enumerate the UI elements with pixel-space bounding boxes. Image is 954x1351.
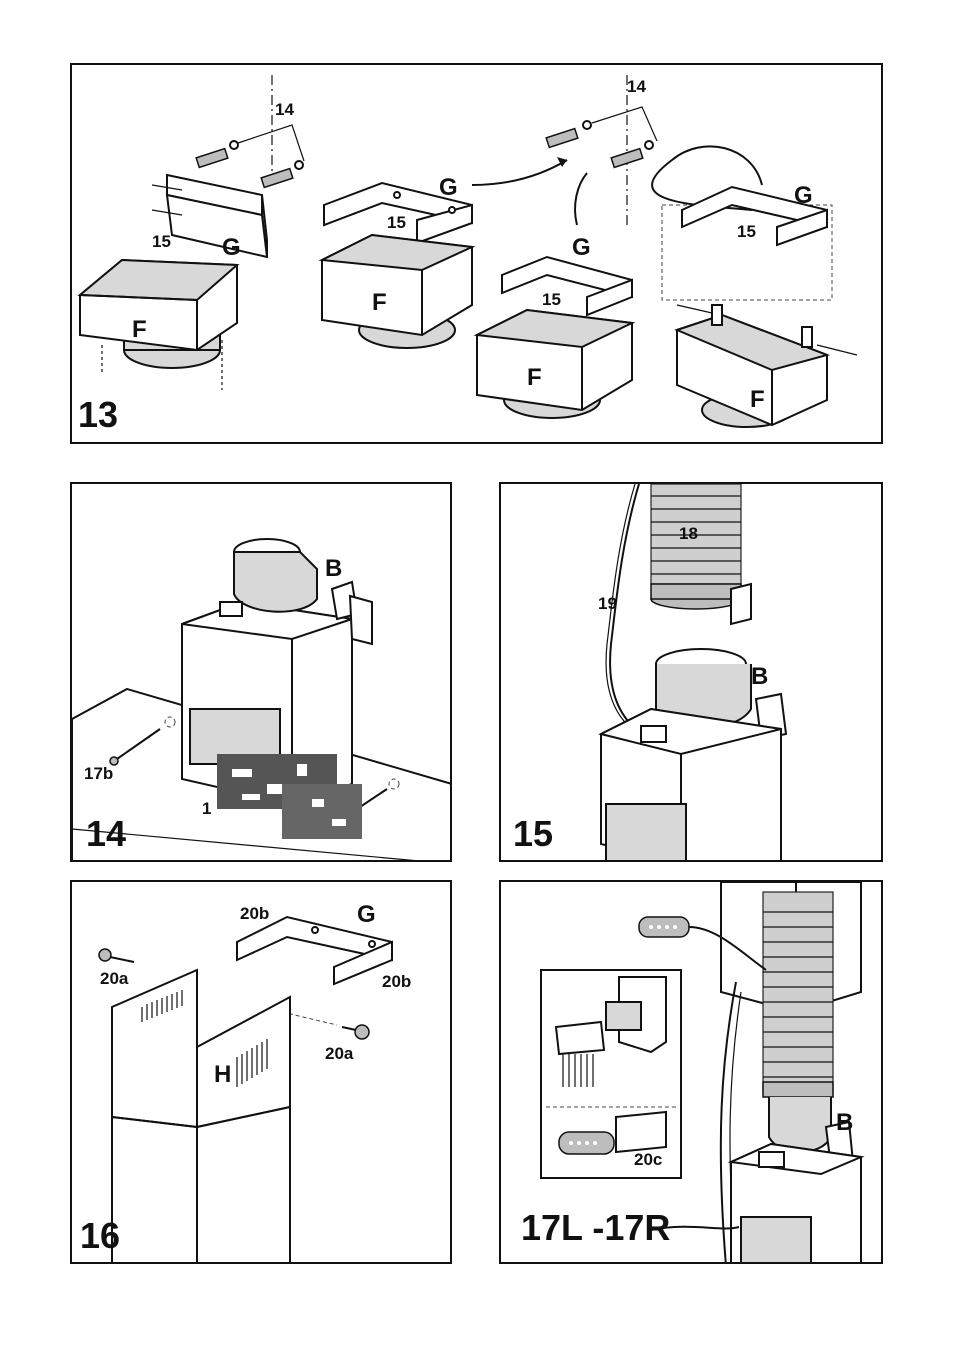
label-f: F bbox=[750, 386, 765, 413]
label-20b: 20b bbox=[240, 904, 269, 923]
flexible-duct-icon bbox=[762, 891, 834, 1098]
label-g: G bbox=[222, 234, 241, 261]
step-13-illustration: F F F F G G G G 15 15 15 15 14 14 13 bbox=[77, 75, 858, 435]
label-14: 14 bbox=[627, 77, 646, 96]
label-1: 1 bbox=[202, 799, 211, 818]
label-f: F bbox=[527, 364, 542, 391]
label-20c: 20c bbox=[634, 1150, 662, 1169]
duct-box-f-icon bbox=[318, 233, 476, 349]
label-h: H bbox=[214, 1061, 231, 1088]
label-20a: 20a bbox=[100, 969, 129, 988]
label-15: 15 bbox=[152, 232, 171, 251]
bracket-g-icon bbox=[501, 255, 633, 317]
blower-b-icon bbox=[219, 538, 373, 646]
label-14: 14 bbox=[275, 100, 294, 119]
panel-step-15: 18 19 B 15 bbox=[499, 482, 883, 862]
screw-icon bbox=[98, 948, 370, 1040]
label-20b: 20b bbox=[382, 972, 411, 991]
step-15-illustration: 18 19 B 15 bbox=[513, 484, 788, 860]
step-14-illustration: B 17b 1 14 bbox=[72, 538, 450, 860]
panel-step-16: 20b G 20b 20a 20a H 16 bbox=[70, 880, 452, 1264]
label-g: G bbox=[439, 174, 458, 201]
step-number: 14 bbox=[86, 813, 126, 854]
panel-step-14: B 17b 1 14 bbox=[70, 482, 452, 862]
step-16-illustration: 20b G 20b 20a 20a H 16 bbox=[80, 901, 411, 1262]
inset-detail bbox=[540, 969, 682, 1179]
bracket-g-icon bbox=[681, 185, 828, 247]
wall-plug-icon bbox=[195, 124, 305, 189]
label-18: 18 bbox=[679, 524, 698, 543]
chimney-cover-h-icon bbox=[111, 968, 291, 1262]
step-number: 17L -17R bbox=[521, 1207, 670, 1248]
label-b: B bbox=[325, 555, 342, 582]
flexible-duct-icon bbox=[650, 484, 752, 626]
label-17b: 17b bbox=[84, 764, 113, 783]
wall-plug-icon bbox=[545, 106, 658, 169]
label-g: G bbox=[572, 234, 591, 261]
step-number: 13 bbox=[78, 394, 118, 435]
label-b: B bbox=[836, 1109, 853, 1136]
label-15: 15 bbox=[737, 222, 756, 241]
step-number: 16 bbox=[80, 1215, 120, 1256]
step-17-illustration: B 20c 17L -17R bbox=[521, 882, 865, 1262]
label-15: 15 bbox=[387, 213, 406, 232]
panel-step-17: B 20c 17L -17R bbox=[499, 880, 883, 1264]
duct-box-f-icon bbox=[77, 258, 240, 390]
panel-step-13: F F F F G G G G 15 15 15 15 14 14 13 bbox=[70, 63, 883, 444]
duct-box-f-icon bbox=[473, 308, 636, 419]
bracket-g-icon bbox=[151, 173, 269, 259]
step-number: 15 bbox=[513, 813, 553, 854]
label-20a: 20a bbox=[325, 1044, 354, 1063]
label-f: F bbox=[132, 316, 147, 343]
label-19: 19 bbox=[598, 594, 617, 613]
duct-box-f-icon bbox=[674, 304, 858, 428]
label-g: G bbox=[794, 182, 813, 209]
obscured-area bbox=[217, 754, 362, 839]
label-g: G bbox=[357, 901, 376, 928]
label-b: B bbox=[751, 663, 768, 690]
label-f: F bbox=[372, 289, 387, 316]
connector-icon bbox=[638, 916, 767, 971]
label-15: 15 bbox=[542, 290, 561, 309]
bracket-g-icon bbox=[323, 181, 473, 245]
bracket-g-icon bbox=[236, 915, 393, 986]
